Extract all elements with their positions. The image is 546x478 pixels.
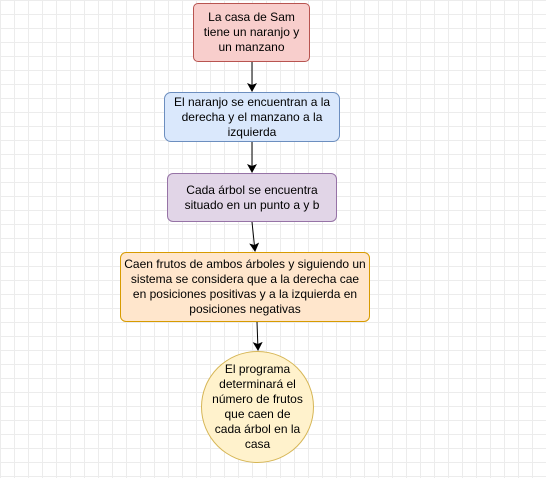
node-casa-sam-label: La casa de Sam tiene un naranjo y un man… [203, 10, 300, 54]
node-casa-sam[interactable]: La casa de Sam tiene un naranjo y un man… [193, 3, 310, 62]
node-punto-a-b-label: Cada árbol se encuentra situado en un pu… [184, 182, 320, 212]
arrow-n4-n5 [252, 321, 263, 351]
node-caen-frutos-label: Caen frutos de ambos árboles y siguiendo… [124, 257, 366, 316]
node-caen-frutos[interactable]: Caen frutos de ambos árboles y siguiendo… [120, 252, 370, 322]
node-programa-label: El programa determinará el número de fru… [212, 362, 303, 451]
arrow-n3-n4 [249, 221, 260, 252]
node-programa-circle[interactable]: El programa determinará el número de fru… [201, 351, 314, 463]
node-naranjo-manzano-label: El naranjo se encuentran a la derecha y … [173, 94, 331, 139]
node-punto-a-b[interactable]: Cada árbol se encuentra situado en un pu… [167, 173, 337, 222]
node-naranjo-manzano[interactable]: El naranjo se encuentran a la derecha y … [164, 92, 340, 142]
